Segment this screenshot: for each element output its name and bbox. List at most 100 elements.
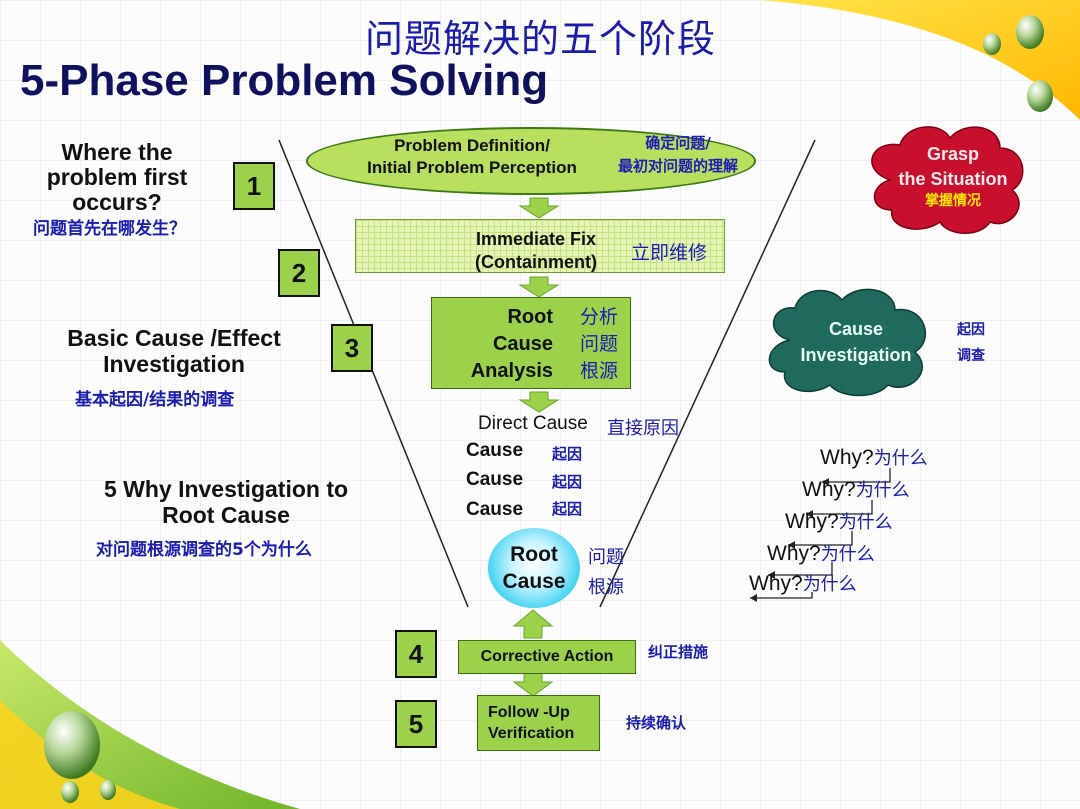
why-connector	[806, 500, 873, 515]
problem-definition-line-1: Problem Definition/	[394, 136, 550, 155]
root-cause-analysis-box: Root Cause Analysis 分析 问题 根源	[431, 297, 631, 389]
cause-label-2-cn: 起因	[552, 473, 583, 491]
rca-line-2: Cause	[492, 333, 553, 355]
why-item-4: Why?为什么	[767, 540, 875, 566]
problem-definition-cn-line-1: 确定问题/	[645, 134, 711, 152]
root-cause-cn-line-2: 根源	[588, 577, 624, 598]
root-cause-line-2: Cause	[502, 570, 566, 593]
direct-cause-label: Direct Cause	[478, 413, 588, 434]
why-connector	[822, 468, 891, 483]
root-cause-line-1: Root	[510, 543, 558, 566]
immediate-fix-text: Immediate Fix (Containment)	[456, 228, 616, 274]
immediate-fix-line-2: (Containment)	[475, 252, 597, 272]
step-number-3: 3	[331, 324, 373, 372]
down-arrow-icon	[512, 671, 554, 697]
grasp-situation-cloud	[871, 126, 1024, 234]
cause-investigation-cloud	[768, 288, 926, 397]
why-label-cn: 为什么	[873, 448, 928, 469]
follow-up-line-2: Verification	[488, 725, 575, 742]
follow-up-label-cn: 持续确认	[626, 714, 687, 732]
problem-definition-ellipse: Problem Definition/ Initial Problem Perc…	[306, 127, 756, 195]
root-cause-cn-line-1: 问题	[588, 547, 624, 568]
grasp-line-cn: 掌握情况	[925, 193, 981, 209]
problem-definition-line-2: Initial Problem Perception	[367, 158, 577, 177]
five-why-label-cn: 对问题根源调查的5个为什么	[96, 540, 312, 560]
where-problem-label: Where the problem first occurs?	[46, 139, 188, 215]
why-item-3: Why?为什么	[785, 508, 893, 534]
basic-cause-label: Basic Cause /Effect Investigation	[67, 325, 281, 377]
corrective-action-box: Corrective Action	[458, 640, 636, 674]
step-number-1: 1	[233, 162, 275, 210]
problem-definition-cn-line-2: 最初对问题的理解	[617, 157, 738, 175]
bottom-left-yellow-swoosh	[0, 700, 180, 809]
why-connector	[750, 592, 813, 599]
step-number-4: 4	[395, 630, 437, 678]
step-number-5: 5	[395, 700, 437, 748]
title-chinese: 问题解决的五个阶段	[365, 17, 717, 61]
why-item-5: Why?为什么	[749, 570, 857, 596]
cause-inv-line-2: Investigation	[800, 345, 912, 365]
basic-cause-label-cn: 基本起因/结果的调查	[75, 390, 235, 410]
top-right-yellow-swoosh	[760, 0, 1080, 120]
grasp-line-2: the Situation	[898, 169, 1008, 189]
cause-label-1-cn: 起因	[552, 445, 583, 463]
corrective-action-label-cn: 纠正措施	[648, 643, 709, 661]
cause-label-2: Cause	[466, 469, 524, 490]
cause-label-3: Cause	[466, 499, 524, 520]
rca-line-3: Analysis	[470, 360, 553, 382]
immediate-fix-text-cn: 立即维修	[631, 242, 708, 264]
immediate-fix-line-1: Immediate Fix	[475, 229, 597, 249]
why-label-cn: 为什么	[855, 480, 910, 501]
why-label-cn: 为什么	[802, 574, 857, 595]
why-label-cn: 为什么	[820, 544, 875, 565]
rca-cn-line-1: 分析	[580, 306, 619, 328]
problem-definition-text: Problem Definition/ Initial Problem Perc…	[352, 135, 592, 179]
funnel-right-edge	[599, 139, 816, 608]
why-label: Why?	[802, 478, 856, 501]
up-arrow-icon	[512, 609, 554, 639]
cause-label-1: Cause	[466, 440, 524, 461]
root-cause-text-cn: 问题 根源	[588, 543, 624, 603]
immediate-fix-box: Immediate Fix (Containment) 立即维修	[355, 219, 725, 273]
water-drop-icon	[1027, 80, 1053, 112]
title-english: 5-Phase Problem Solving	[20, 56, 549, 105]
why-connector	[788, 531, 853, 546]
five-why-label: 5 Why Investigation to Root Cause	[103, 476, 349, 528]
water-drop-icon	[61, 781, 79, 803]
rca-line-1: Root	[507, 306, 553, 328]
why-label: Why?	[820, 446, 874, 469]
funnel-left-edge	[278, 139, 469, 608]
where-problem-label-cn: 问题首先在哪发生？	[33, 219, 186, 239]
arrow-head-icon	[750, 594, 757, 602]
arrow-head-icon	[768, 571, 775, 579]
down-arrow-icon	[518, 276, 560, 298]
water-drop-icon	[1016, 15, 1044, 49]
direct-cause-label-cn: 直接原因	[607, 418, 679, 439]
down-arrow-icon	[518, 197, 560, 219]
grasp-situation-text: Grasp the Situation 掌握情况	[880, 142, 1026, 210]
cause-inv-cn-line-1: 起因	[957, 322, 985, 338]
down-arrow-icon	[518, 391, 560, 413]
why-label: Why?	[749, 572, 803, 595]
why-label: Why?	[785, 510, 839, 533]
root-cause-circle: Root Cause	[488, 528, 580, 608]
arrow-head-icon	[822, 478, 829, 486]
rca-cn-line-3: 根源	[580, 360, 619, 382]
water-drop-icon	[983, 33, 1001, 55]
arrow-head-icon	[788, 541, 795, 549]
why-item-1: Why?为什么	[820, 444, 928, 470]
cause-inv-cn-line-2: 调查	[957, 348, 985, 364]
rca-text-cn: 分析 问题 根源	[580, 304, 618, 385]
water-drop-icon	[100, 780, 116, 800]
rca-cn-line-2: 问题	[580, 333, 619, 355]
problem-definition-text-cn: 确定问题/ 最初对问题的理解	[598, 132, 758, 178]
cause-investigation-text: Cause Investigation	[780, 316, 932, 368]
cause-inv-line-1: Cause	[828, 319, 884, 339]
follow-up-line-1: Follow -Up	[488, 704, 570, 721]
step-number-2: 2	[278, 249, 320, 297]
cause-investigation-text-cn: 起因 调查	[957, 317, 985, 369]
grasp-line-1: Grasp	[926, 144, 980, 164]
rca-text: Root Cause Analysis	[438, 304, 553, 385]
